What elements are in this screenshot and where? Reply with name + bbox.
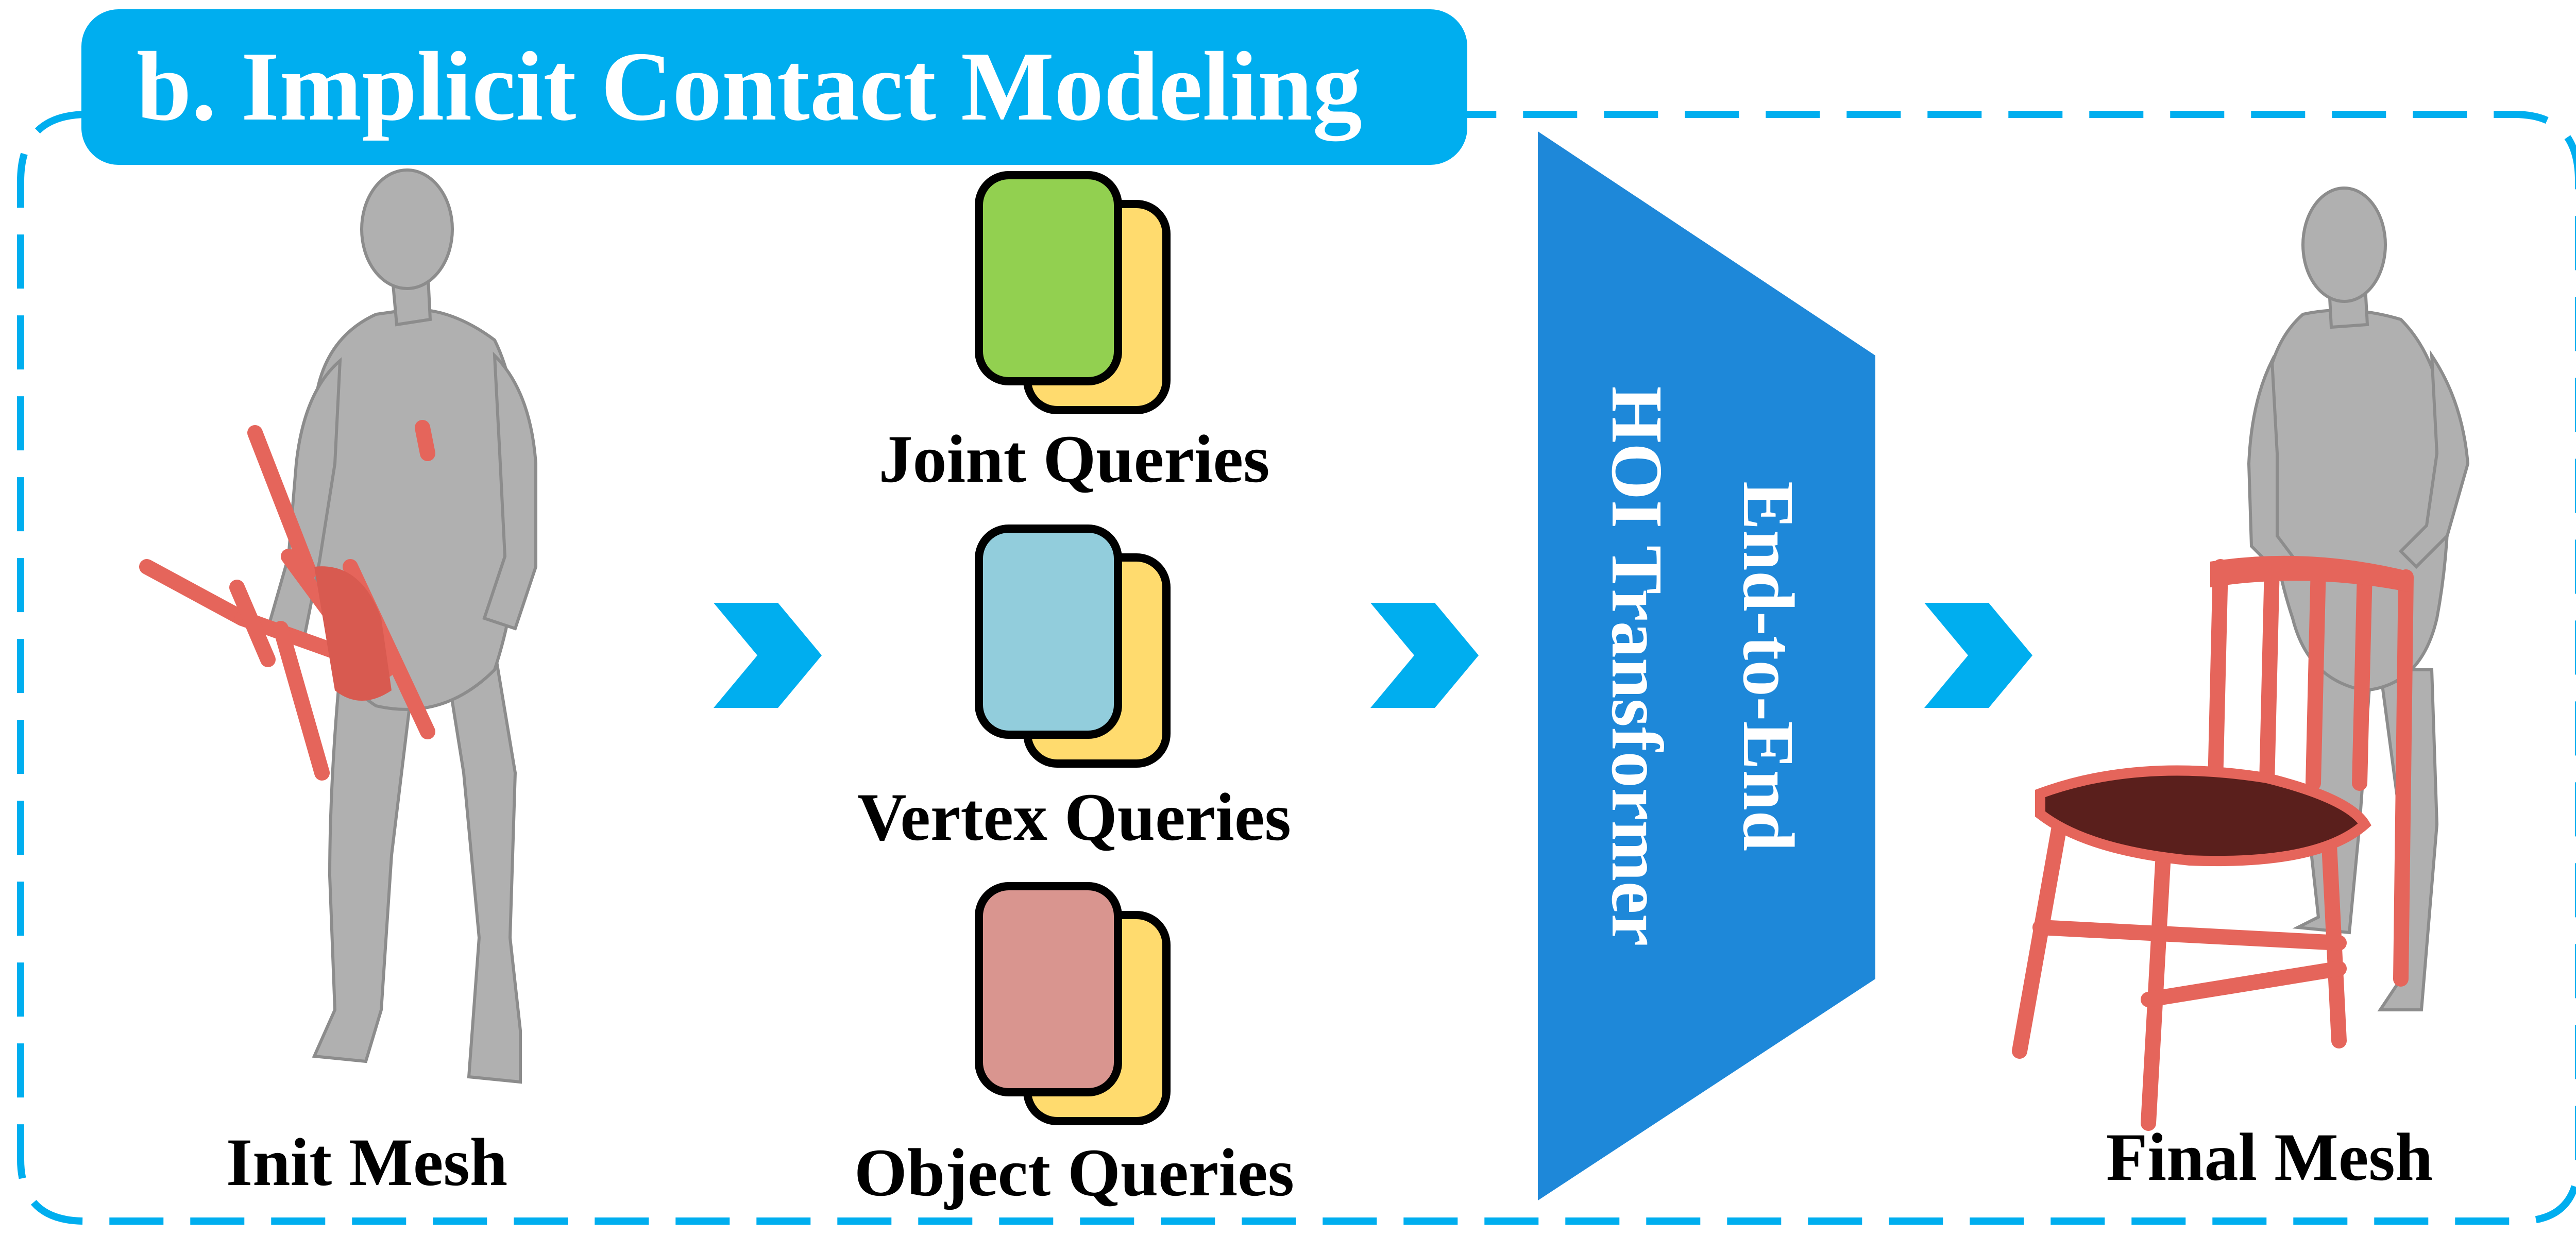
transformer-block: End-to-End HOI Transformer [1538, 131, 1875, 1200]
chair-backrest-icon [2210, 555, 2411, 593]
transformer-line2: HOI Transformer [1597, 386, 1678, 946]
human-mesh-icon [266, 168, 537, 1084]
chevron-right-icon [714, 603, 822, 708]
transformer-line1: End-to-End [1728, 481, 1809, 851]
joint-query-card [975, 171, 1122, 385]
final-mesh-label: Final Mesh [2106, 1119, 2433, 1195]
object-queries-label: Object Queries [854, 1135, 1294, 1210]
chair-seat-icon [314, 566, 392, 701]
title-banner [81, 9, 1467, 165]
init-mesh-illustration: Init Mesh [139, 168, 537, 1200]
transformer-trapezoid [1538, 131, 1875, 1200]
dashed-frame [17, 111, 2576, 1225]
query-group-object: Object Queries [854, 882, 1294, 1210]
chevron-right-icon [1924, 603, 2032, 708]
joint-queries-label: Joint Queries [879, 421, 1270, 497]
init-mesh-label: Init Mesh [226, 1124, 507, 1200]
chair-mesh-icon [2012, 559, 2414, 1131]
query-group-vertex: Vertex Queries [857, 525, 1291, 855]
vertex-queries-label: Vertex Queries [857, 779, 1291, 855]
chevron-right-icon [1370, 603, 1479, 708]
object-query-card [975, 882, 1122, 1096]
vertex-query-card [975, 525, 1122, 739]
query-group-joint: Joint Queries [879, 171, 1270, 497]
title: b. Implicit Contact Modeling [137, 31, 1362, 142]
final-mesh-illustration: Final Mesh [2012, 187, 2470, 1195]
chair-seat-icon [2035, 765, 2371, 867]
